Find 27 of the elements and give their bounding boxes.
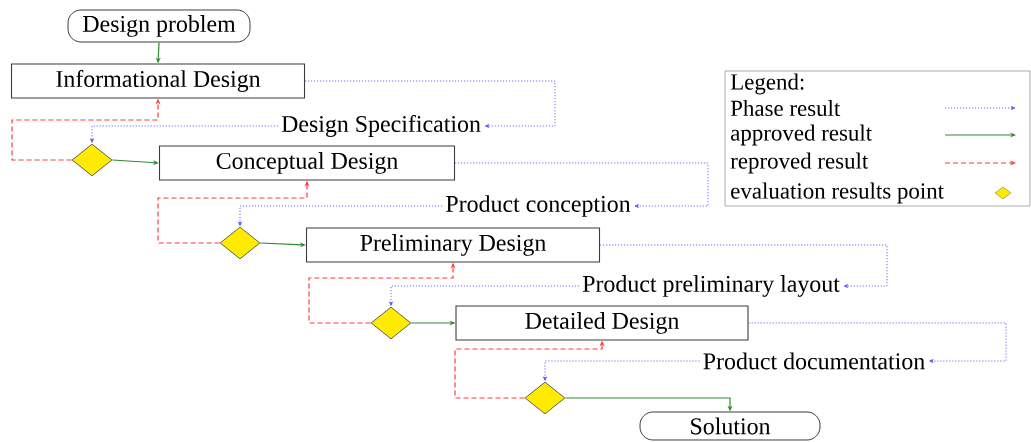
result-text: Product preliminary layout	[582, 275, 840, 297]
result-text: Design Specification	[281, 115, 481, 137]
legend-text: evaluation results point	[731, 182, 944, 204]
legend-heading: Legend:	[730, 73, 804, 95]
arrow	[90, 125, 279, 143]
terminal-box: Solution	[639, 411, 821, 441]
arrow	[389, 285, 580, 306]
phase-box: Conceptual Design	[158, 145, 456, 181]
legend-text: approved result	[731, 124, 872, 146]
legend-text: reproved result	[730, 152, 869, 174]
result-text: Product documentation	[703, 352, 925, 370]
arrow	[748, 322, 1007, 363]
arrow	[304, 80, 556, 128]
decision-diamond	[370, 306, 412, 340]
phase-box: Preliminary Design	[305, 227, 601, 263]
decision-diamond	[524, 381, 566, 415]
terminal-box: Design problem	[67, 9, 251, 43]
arrow	[599, 244, 888, 288]
arrow	[543, 360, 701, 381]
arrow	[454, 162, 709, 208]
decision-diamond	[71, 143, 113, 177]
phase-box: Detailed Design	[455, 305, 749, 341]
decision-diamond	[219, 226, 261, 260]
legend-text: Phase result	[730, 99, 841, 117]
phase-box: Informational Design	[10, 63, 306, 99]
arrow	[238, 205, 443, 226]
result-text: Product conception	[446, 195, 631, 217]
